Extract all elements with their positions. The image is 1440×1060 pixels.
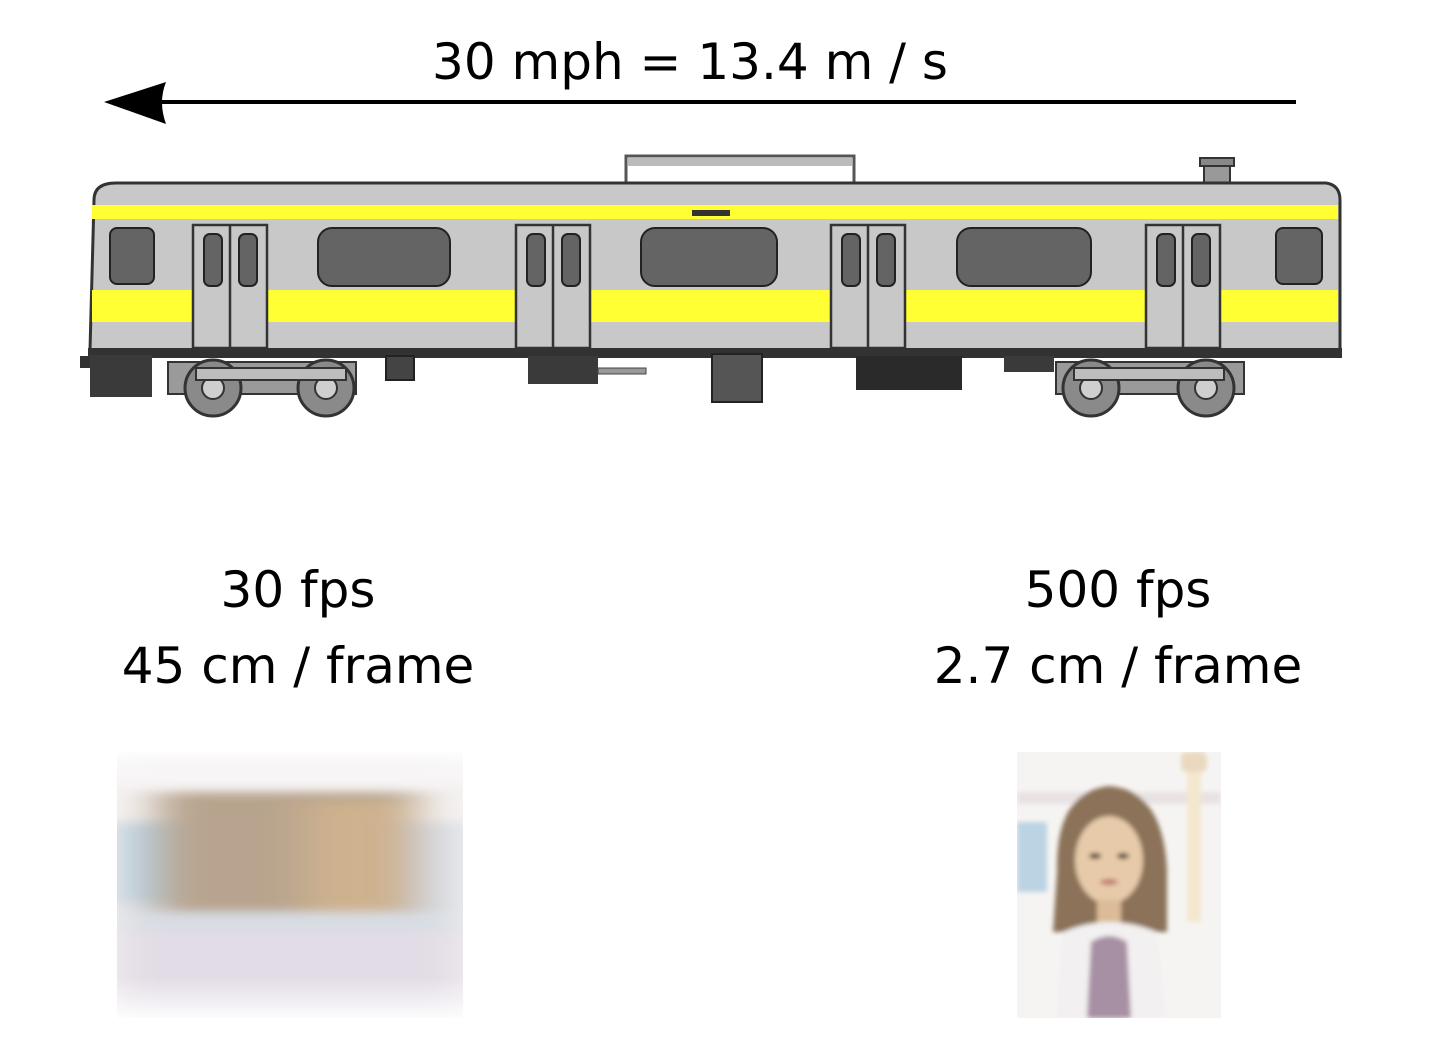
roof-vent xyxy=(1199,157,1235,167)
fps-label: 30 fps xyxy=(220,561,376,619)
train-car xyxy=(80,154,1342,418)
sharp-passenger-photo xyxy=(1017,752,1221,1018)
window xyxy=(317,227,451,287)
lower-stripe xyxy=(92,290,1338,322)
window xyxy=(1275,227,1323,285)
window xyxy=(956,227,1092,287)
motion-blurred-passenger-photo xyxy=(117,752,463,1018)
direction-arrow xyxy=(104,82,1296,124)
bogie-right xyxy=(1055,358,1245,418)
window xyxy=(640,227,778,287)
distance-per-frame-label: 45 cm / frame xyxy=(121,637,475,695)
bogie-left xyxy=(167,358,357,418)
camera-30fps-caption: 30 fps 45 cm / frame xyxy=(58,552,538,704)
camera-500fps-caption: 500 fps 2.7 cm / frame xyxy=(878,552,1358,704)
speed-label: 30 mph = 13.4 m / s xyxy=(432,33,948,91)
window xyxy=(109,227,155,285)
fps-label: 500 fps xyxy=(1024,561,1212,619)
distance-per-frame-label: 2.7 cm / frame xyxy=(933,637,1303,695)
